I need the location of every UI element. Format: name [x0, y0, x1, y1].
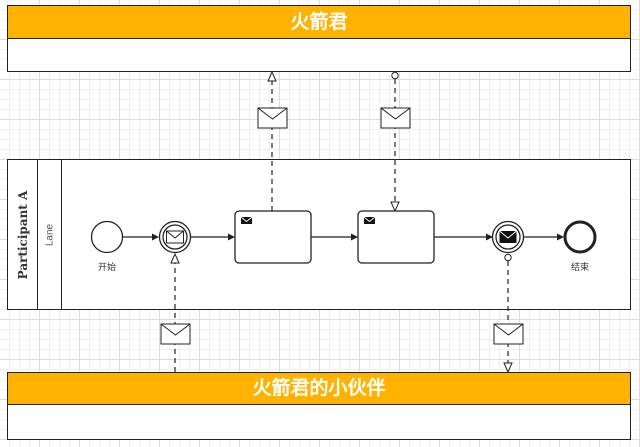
intermediate-throw-message-event[interactable] [491, 220, 525, 254]
end-event[interactable] [563, 220, 597, 254]
lane-header: Lane [38, 160, 62, 309]
arrowhead [267, 70, 277, 82]
arrowhead [503, 362, 513, 374]
arrowhead [486, 233, 493, 241]
send-envelope-icon [363, 216, 376, 224]
participant-label: Participant A [15, 190, 30, 279]
envelope-icon [166, 230, 184, 244]
arrowhead [390, 201, 400, 213]
arrowhead [170, 252, 180, 264]
send-task[interactable] [357, 210, 435, 264]
lane-label: Lane [44, 223, 55, 246]
send-envelope-icon [240, 216, 253, 224]
pool-huojianjun-partner[interactable]: 火箭君的小伙伴 [7, 372, 631, 440]
arrowhead [351, 233, 358, 241]
message-source-marker [391, 71, 399, 80]
send-task[interactable] [234, 210, 312, 264]
start-event[interactable] [90, 220, 124, 254]
envelope-icon [493, 323, 524, 345]
end-event-label: 结束 [571, 261, 589, 273]
envelope-icon [380, 107, 411, 129]
pool-title: 火箭君 [8, 6, 630, 39]
arrowhead [228, 233, 235, 241]
sequence-flows [123, 233, 564, 241]
envelope-icon [257, 107, 288, 129]
pool-huojianjun[interactable]: 火箭君 [7, 5, 631, 72]
pool-title: 火箭君的小伙伴 [8, 373, 630, 405]
filled-envelope-icon [499, 230, 517, 243]
participant-header: Participant A [8, 160, 38, 309]
start-event-label: 开始 [98, 261, 116, 273]
message-source-marker [504, 253, 512, 262]
arrowhead [152, 233, 159, 241]
arrowhead [557, 233, 564, 241]
envelope-icon [160, 323, 191, 345]
intermediate-catch-message-event[interactable] [158, 220, 192, 254]
message-flows [160, 70, 524, 374]
